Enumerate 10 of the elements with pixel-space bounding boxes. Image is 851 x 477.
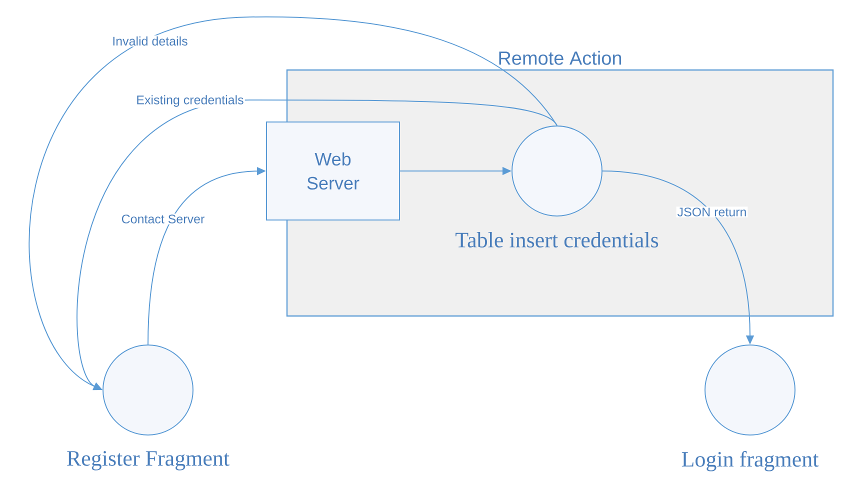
node-label: Register Fragment — [67, 451, 230, 470]
node-label: Remote Action — [499, 50, 622, 65]
edge-label: Existing credentials — [135, 94, 245, 108]
arrow — [29, 16, 558, 390]
edge-label: JSON return — [676, 206, 748, 218]
node-label: Login fragment — [682, 451, 819, 472]
edge-label: Invalid details — [111, 35, 189, 47]
process-box: Web Server — [266, 122, 400, 220]
node-label: Table insert credentials — [456, 232, 658, 248]
edge-label: Contact Server — [120, 214, 206, 224]
